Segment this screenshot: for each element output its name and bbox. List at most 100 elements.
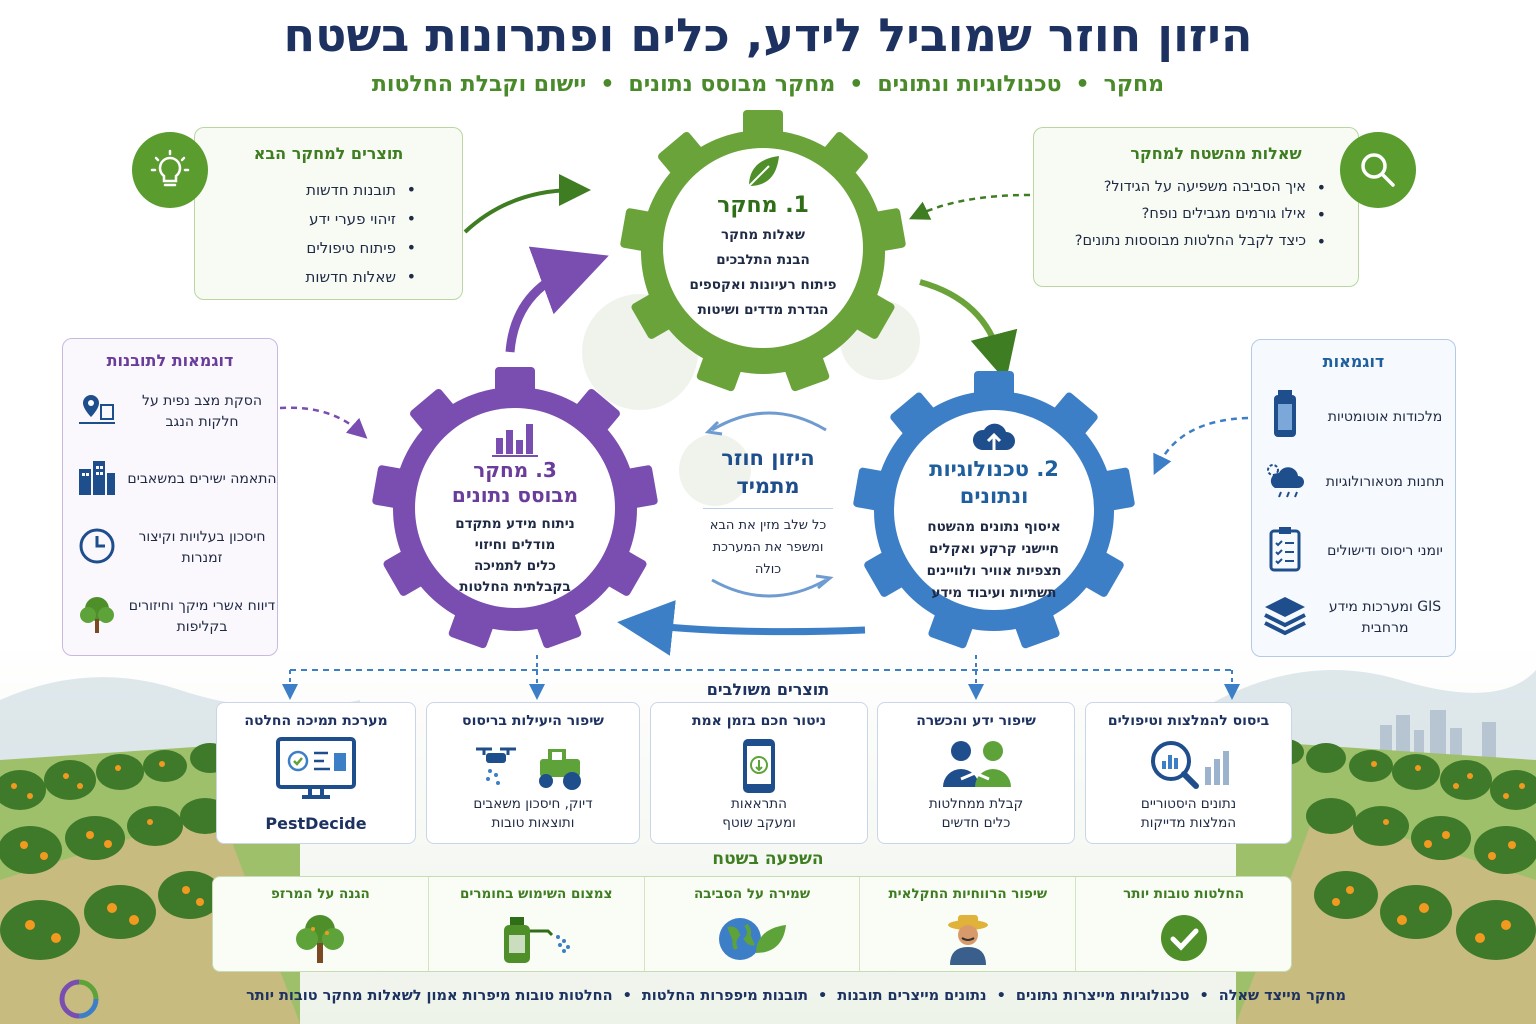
- tech-examples-title: דוגמאות: [1322, 352, 1385, 371]
- list-item: זיהוי פערי ידע: [195, 209, 416, 228]
- tree-icon: [67, 595, 127, 639]
- product-title: שיפור היעילות בריסוס: [462, 713, 604, 729]
- product-text-line: דיוק, חיסכון משאבים: [473, 796, 593, 812]
- footer-item: החלטות טובות מיפרות אמון לשאלות מחקר טוב…: [246, 988, 613, 1004]
- people-icon: [931, 737, 1021, 795]
- magnifier-icon: [1340, 132, 1416, 208]
- weather-icon: [1255, 460, 1315, 504]
- example-text: חיסכון בעלויות וקיצור זמנרות: [138, 529, 266, 566]
- footer-item: תובנות מיפפרות החלטות: [641, 988, 809, 1004]
- subtitle-item: מחקר: [1103, 72, 1165, 97]
- product-card: מערכת תמיכה החלטה PestDecide: [216, 702, 416, 844]
- center-loop-lines: כל שלב מזין את הבא ומשפר את המערכת כולה: [678, 515, 858, 581]
- impact-item-title: שיפור הרווחיות החקלאית: [888, 886, 1048, 902]
- insight-examples-title: דוגמאות לתובנות: [106, 351, 234, 370]
- subtitle-item: יישום וקבלת החלטות: [371, 72, 587, 97]
- footer: מחקר מייצד שאלה•טכנולוגיות מייצרות נתוני…: [0, 979, 1536, 1019]
- globe-leaf-icon: [716, 913, 788, 967]
- gear-line: מודלים וחיזוי: [474, 537, 556, 553]
- example-row: יומני ריסוס ודישולים: [1252, 526, 1455, 576]
- footer-text: מחקר מייצד שאלה•טכנולוגיות מייצרות נתוני…: [246, 988, 1346, 1004]
- list-item: תובנות חדשות: [195, 180, 416, 199]
- layers-icon: [1255, 594, 1315, 642]
- center-loop-line: ומשפר את המערכת: [712, 540, 824, 555]
- next-research-card: תוצרים למחקר הבא תובנות חדשות זיהוי פערי…: [194, 127, 463, 300]
- buildings-icon: [67, 459, 127, 499]
- tech-gear-content: 2. טכנולוגיות ונתונים איסוף נתונים מהשטח…: [894, 410, 1094, 610]
- impact-title: השפעה בשטח: [712, 849, 824, 869]
- data-research-gear-lines: ניתוח מידע מתקדם מודלים וחיזוי כלים לתמי…: [455, 514, 575, 598]
- gear-line: תצפיות אוויר ולוויינים: [926, 563, 1062, 579]
- example-text: הסקת מצב נפית על חלקות הנגב: [141, 393, 263, 430]
- data-research-gear-title-2: מבוסס נתונים: [451, 483, 579, 507]
- product-title: ביסוס להמלצות וטיפולים: [1107, 713, 1270, 729]
- product-card: שיפור היעילות בריסוס דיוק, חיסכון משאבים…: [426, 702, 640, 844]
- center-loop-title-2: מתמיד: [736, 474, 800, 498]
- example-row: תחנות מטאורולוגיות: [1252, 460, 1455, 504]
- tree-icon: [293, 913, 347, 969]
- research-gear-lines: שאלות מחקר הבנת התלבכים פיתוח רעיונות וא…: [690, 223, 837, 323]
- product-text-line: ומעקב שוטף: [722, 815, 796, 831]
- drone-tractor-icon: [468, 737, 598, 797]
- monitor-icon: [276, 737, 356, 805]
- tech-examples-card: דוגמאות מלכודות אוטומטיות תחנות מטאורולו…: [1251, 339, 1456, 657]
- product-text-line: המלצות מדייקות: [1140, 815, 1237, 831]
- gear-line: איסוף נתונים מהשטח: [927, 519, 1061, 535]
- products-title: תוצרים משולבים: [706, 680, 830, 699]
- cycle-icon: [59, 979, 99, 1019]
- example-row: GIS ומערכות מידע מרחבית: [1252, 594, 1455, 642]
- clock-icon: [67, 527, 127, 569]
- product-text: התראאות ומעקב שוטף: [651, 795, 867, 833]
- check-icon: [1159, 913, 1209, 967]
- product-text-line: נתונים היסטוריים: [1140, 796, 1237, 812]
- tech-gear-title-2: ונתונים: [959, 484, 1029, 508]
- subtitle-item: מחקר מבוסס נתונים: [628, 72, 836, 97]
- field-questions-title: שאלות מהשטח למחקר: [1130, 144, 1302, 163]
- impact-item: שיפור הרווחיות החקלאית: [859, 877, 1075, 971]
- example-text: יומני ריסוס ודישולים: [1327, 542, 1443, 559]
- next-research-title: תוצרים למחקר הבא: [253, 144, 404, 163]
- gear-line: שאלות מחקר: [721, 227, 805, 243]
- center-loop-title: היזון חוזר מתמיד: [678, 444, 858, 500]
- bar-chart-icon: [492, 424, 538, 457]
- example-row: דיווח אשרי מיקך וחיזורים בקליפות: [63, 595, 277, 639]
- product-text: נתונים היסטוריים המלצות מדייקות: [1086, 795, 1291, 833]
- tech-gear-title-1: 2. טכנולוגיות: [929, 457, 1059, 481]
- gear-line: תשתיות ועיבוד מידע: [931, 585, 1057, 601]
- gear-line: חיישני קרקע ואקלים: [929, 541, 1059, 557]
- impact-item: צמצום השימוש בחומרים: [427, 877, 644, 971]
- gear-line: פיתוח רעיונות ואקספים: [689, 277, 837, 293]
- list-item: איך הסביבה משפיעה על הגידול?: [1034, 178, 1326, 197]
- research-gear-content: 1. מחקר שאלות מחקר הבנת התלבכים פיתוח רע…: [663, 148, 863, 348]
- field-questions-list: איך הסביבה משפיעה על הגידול? אילו גורמים…: [1034, 178, 1326, 251]
- product-text-line: ותוצאות טובות: [491, 815, 575, 831]
- center-loop-title-1: היזון חוזר: [721, 446, 815, 470]
- insight-examples-card: דוגמאות לתובנות הסקת מצב נפית על חלקות ה…: [62, 338, 278, 656]
- example-row: חיסכון בעלויות וקיצור זמנרות: [63, 527, 277, 569]
- example-text: תחנות מטאורולוגיות: [1325, 473, 1445, 490]
- example-row: הסקת מצב נפית על חלקות הנגב: [63, 391, 277, 433]
- example-row: מלכודות אוטומטיות: [1252, 390, 1455, 444]
- product-title: מערכת תמיכה החלטה: [244, 713, 388, 729]
- smartphone-icon: [739, 737, 779, 799]
- field-questions-card: שאלות מהשטח למחקר איך הסביבה משפיעה על ה…: [1033, 127, 1359, 287]
- next-research-list: תובנות חדשות זיהוי פערי ידע פיתוח טיפולי…: [195, 180, 416, 286]
- example-text: GIS ומערכות מידע מרחבית: [1328, 599, 1442, 636]
- impact-item: שמירה על הסביבה: [643, 877, 860, 971]
- data-research-gear-content: 3. מחקר מבוסס נתונים ניתוח מידע מתקדם מו…: [415, 408, 615, 608]
- product-text-line: כלים חדשים: [941, 815, 1011, 831]
- tech-gear-lines: איסוף נתונים מהשטח חיישני קרקע ואקלים תצ…: [927, 516, 1062, 604]
- product-title: ניטור חכם בזמן אמת: [691, 713, 827, 729]
- map-pin-icon: [67, 393, 127, 431]
- product-text-line: התראאות: [731, 796, 787, 812]
- footer-item: נתונים מייצרים תובנות: [837, 988, 987, 1004]
- list-item: פיתוח טיפולים: [195, 238, 416, 257]
- product-card: שיפור ידע והכשרה קבלת ממחלטות כלים חדשים: [877, 702, 1075, 844]
- trap-icon: [1255, 390, 1315, 444]
- subtitle: מחקר•טכנולוגיות ונתונים•מחקר מבוסס נתוני…: [371, 72, 1165, 97]
- center-loop: היזון חוזר מתמיד כל שלב מזין את הבא ומשפ…: [678, 408, 858, 603]
- example-text: דיווח אשרי מיקך וחיזורים בקליפות: [128, 598, 276, 635]
- gear-line: כלים לתמיכה: [474, 558, 556, 574]
- product-text-line: PestDecide: [265, 814, 367, 833]
- list-item: אילו גורמים מגבילים נופח?: [1034, 205, 1326, 224]
